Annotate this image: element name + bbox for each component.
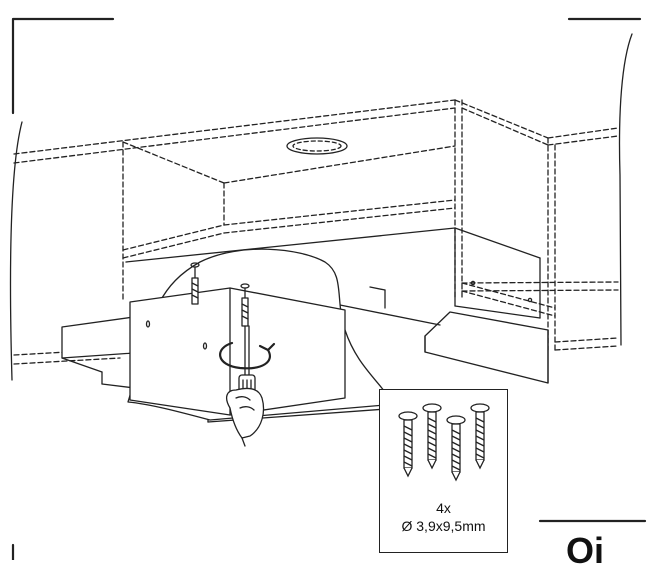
hood-body [61,227,549,423]
screw-spec-label: Ø 3,9x9,5mm [401,518,486,534]
corner-text-fragment: Oi [566,530,605,571]
screw-kit-inset: 4x Ø 3,9x9,5mm [379,389,508,553]
screw-quantity-label: 4x [436,500,451,516]
wall-edge-left [9,121,23,381]
ceiling-hole [286,137,348,155]
screw-icon [398,403,490,482]
rotate-arrow-icon [219,341,276,370]
cabinet-outline [13,99,619,365]
crop-marks [11,17,647,560]
inner-box [129,287,346,416]
wall-edge-right [618,33,633,346]
hand-icon [225,387,265,447]
